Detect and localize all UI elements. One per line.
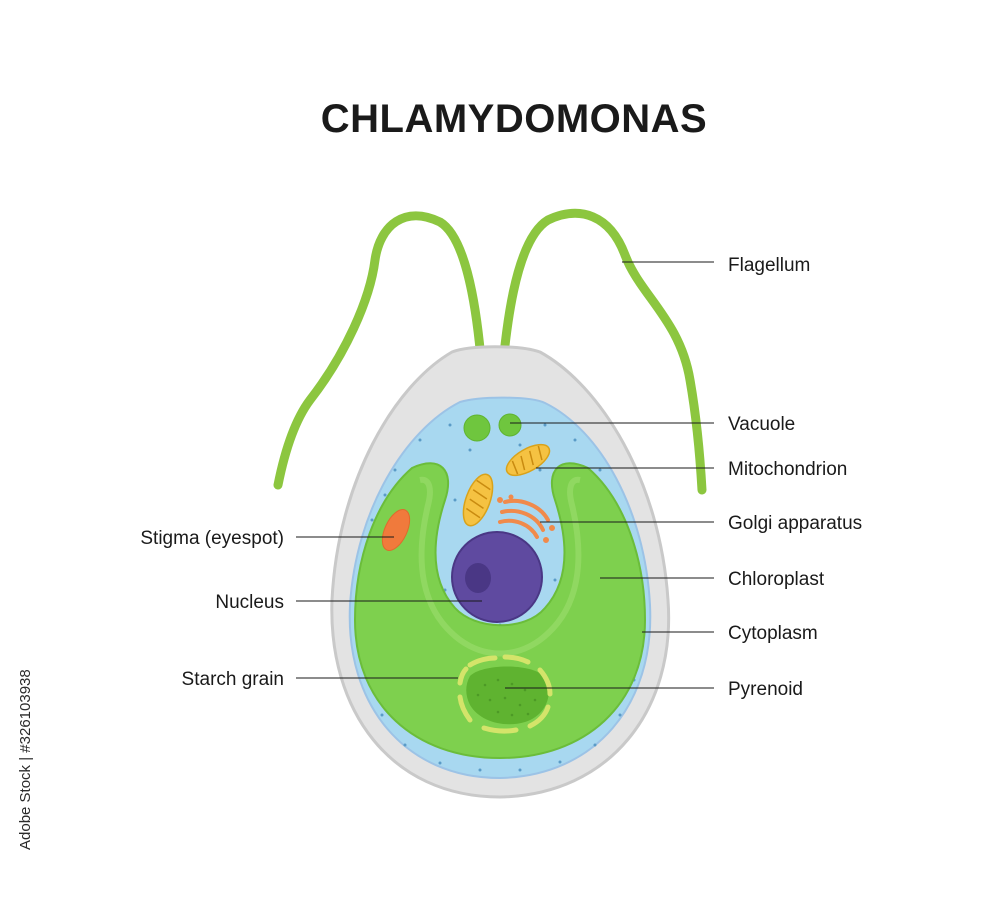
pyrenoid-texture [476,678,537,717]
label-starch-grain: Starch grain [182,669,284,690]
stock-brand: Adobe Stock [17,764,34,850]
leader-lines [296,261,714,689]
label-pyrenoid: Pyrenoid [728,679,803,700]
chloroplast-thylakoid-band [418,476,582,657]
golgi-apparatus [497,494,555,543]
stock-id-text: Adobe Stock | #326103938 [17,669,34,850]
stock-separator: | [17,753,34,761]
mitochondrion-right [505,443,551,477]
diagram-title: CHLAMYDOMONAS [321,97,707,141]
label-flagellum: Flagellum [728,255,810,276]
label-mitochondrion: Mitochondrion [728,459,847,480]
label-cytoplasm: Cytoplasm [728,623,818,644]
label-golgi-apparatus: Golgi apparatus [728,513,862,534]
nucleus [451,531,543,623]
vacuole-right [498,413,522,437]
flagellum-left-tip [277,399,311,486]
starch-grains [457,654,553,734]
flagellum-right-tip [689,379,703,491]
nucleolus [465,563,491,593]
label-vacuole: Vacuole [728,414,795,435]
vacuole-left [463,414,491,442]
label-nucleus: Nucleus [215,592,284,613]
label-chloroplast: Chloroplast [728,569,825,590]
label-stigma: Stigma (eyespot) [140,528,284,549]
stock-number: #326103938 [17,669,34,752]
stigma-eyespot [381,509,411,551]
mitochondrion-left [462,473,494,527]
chloroplast [353,462,647,760]
pyrenoid [466,666,549,725]
flagella [273,208,707,495]
